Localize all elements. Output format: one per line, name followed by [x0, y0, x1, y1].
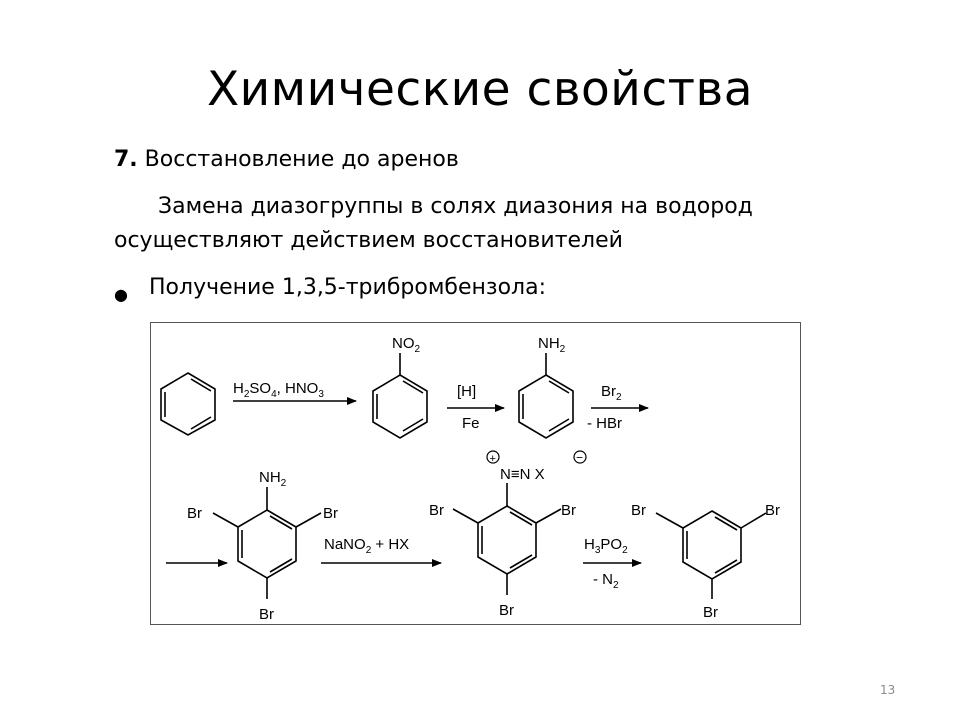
nitrobenzene-molecule	[372, 353, 428, 439]
amino-group-label-2: NH2	[259, 469, 287, 489]
bromo-label: Br	[499, 602, 514, 619]
bromo-label: Br	[631, 502, 646, 519]
tribromobenzene-molecule	[655, 510, 767, 599]
bullet-icon: ●	[114, 285, 128, 304]
bromo-label: Br	[765, 502, 780, 519]
tribromoaniline-molecule	[212, 487, 322, 599]
bromo-label: Br	[703, 604, 718, 621]
reagent-bromination-bottom: - HBr	[587, 415, 622, 432]
item-heading: Восстановление до аренов	[144, 147, 459, 172]
reagent-reduction-top: [H]	[457, 383, 476, 400]
bromo-label: Br	[429, 502, 444, 519]
bromo-label: Br	[259, 606, 274, 623]
bromo-label: Br	[561, 502, 576, 519]
diazonium-group-label: N≡N X	[500, 466, 545, 483]
paragraph-line-1: Замена диазогруппы в солях диазония на в…	[158, 194, 753, 219]
section-heading: 7. Восстановление до аренов	[114, 147, 459, 172]
reagent-deamination-top: H3PO2	[584, 536, 628, 556]
plus-charge-icon: +	[490, 453, 496, 465]
item-number: 7.	[114, 147, 138, 172]
benzene-molecule	[160, 372, 216, 436]
reagent-diazotization-label: NaNO2 + HX	[324, 536, 409, 556]
reaction-scheme: H2SO4, HNO3 NO2 [H] Fe NH2 Br2 - HBr NH2…	[150, 322, 801, 625]
nitro-group-label: NO2	[392, 335, 421, 355]
reagent-nitration-label: H2SO4, HNO3	[233, 380, 324, 400]
diazonium-salt-molecule	[452, 450, 587, 595]
reaction-scheme-svg: H2SO4, HNO3 NO2 [H] Fe NH2 Br2 - HBr NH2…	[160, 335, 780, 623]
bromo-label: Br	[323, 505, 338, 522]
minus-charge-icon: −	[576, 451, 583, 465]
amino-group-label: NH2	[538, 335, 566, 355]
reagent-reduction-bottom: Fe	[462, 415, 480, 432]
paragraph-line-2: осуществляют действием восстановителей	[114, 228, 623, 253]
bullet-text: Получение 1,3,5-трибромбензола:	[149, 275, 547, 300]
reagent-deamination-bottom: - N2	[593, 571, 619, 591]
reagent-bromination-top: Br2	[601, 383, 622, 403]
bromo-label: Br	[187, 505, 202, 522]
slide-title: Химические свойства	[206, 62, 754, 117]
aniline-molecule	[518, 353, 574, 439]
page-number: 13	[880, 683, 896, 697]
